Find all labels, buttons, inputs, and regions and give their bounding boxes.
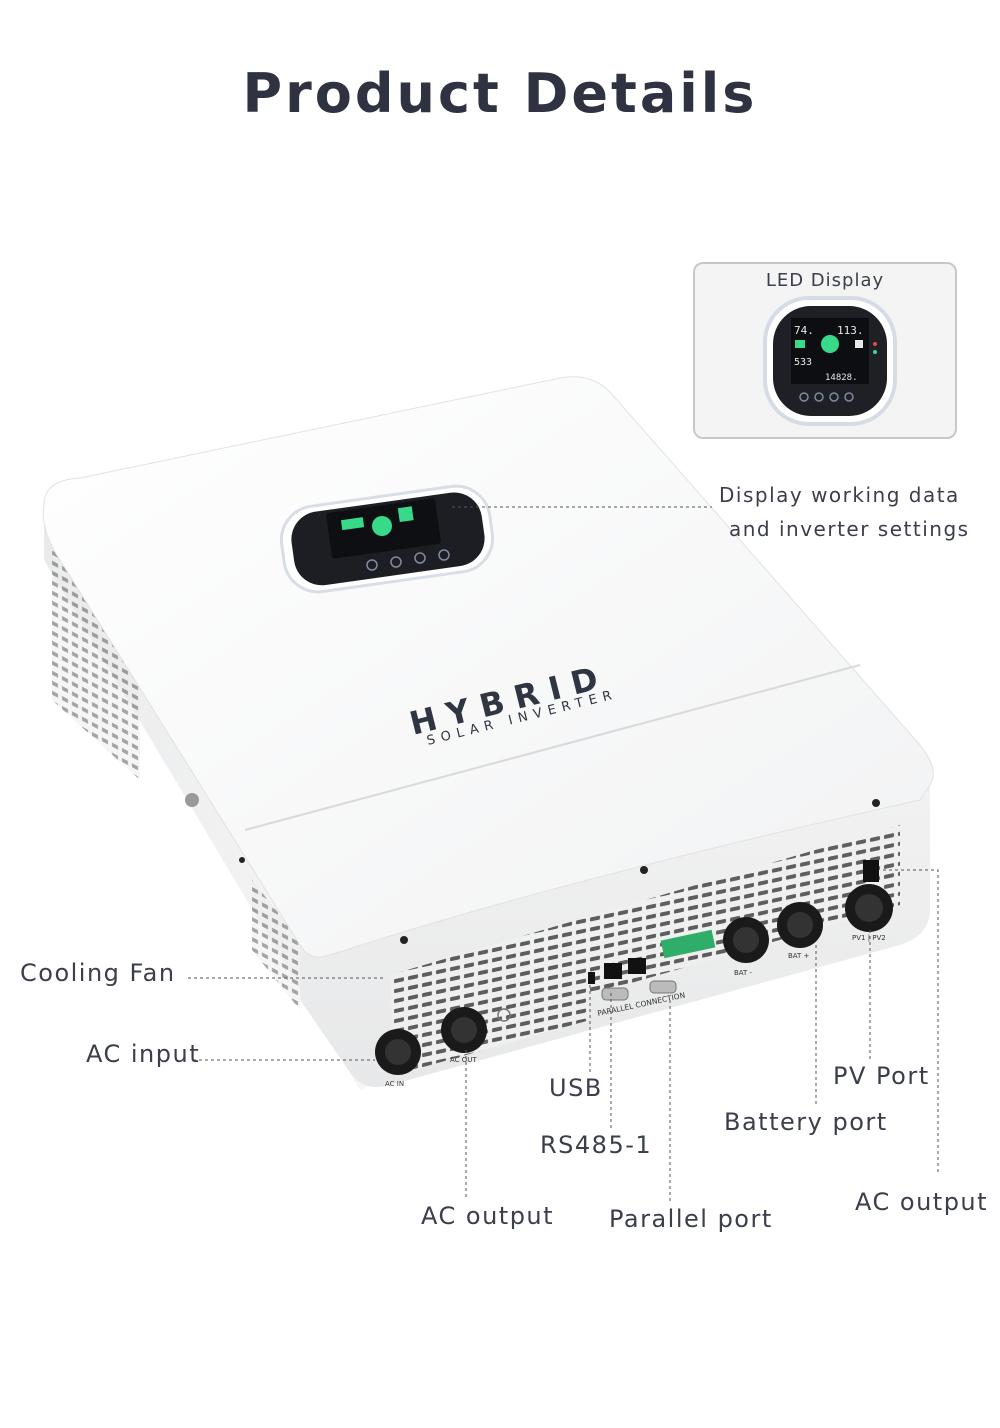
dry-contact	[660, 929, 716, 959]
ac-input-label: AC input	[86, 1040, 201, 1068]
display-desc-line1: Display working data	[719, 483, 960, 507]
ac-output-left-label: AC output	[421, 1202, 555, 1230]
page-title: Product Details	[242, 62, 758, 125]
pv-port-label: PV Port	[833, 1062, 930, 1090]
svg-text:BAT -: BAT -	[734, 969, 753, 977]
parallel-port-label: Parallel port	[609, 1205, 773, 1233]
ac-out-port: AC OUT	[441, 1007, 487, 1064]
svg-text:AC IN: AC IN	[385, 1080, 404, 1088]
lcd-top-right: 113.	[837, 324, 864, 337]
led-display-closeup: 74. 113. 533 14828.	[763, 296, 897, 426]
lcd-mid-left: 533	[794, 357, 812, 368]
led-display-inset: LED Display 74. 113. 533 14828.	[693, 262, 957, 439]
side-screw	[185, 793, 199, 807]
lcd-top-left: 74.	[794, 324, 814, 337]
pv-port: PV1 | PV2	[845, 884, 893, 942]
svg-text:PV1 | PV2: PV1 | PV2	[852, 934, 886, 942]
inset-title: LED Display	[765, 270, 885, 291]
svg-text:AC OUT: AC OUT	[450, 1056, 477, 1064]
svg-text:BAT +: BAT +	[788, 952, 810, 960]
battery-plus-port: BAT +	[777, 902, 823, 960]
lcd-bottom: 14828.	[825, 373, 858, 383]
battery-port-label: Battery port	[724, 1108, 888, 1136]
cooling-fan-label: Cooling Fan	[20, 959, 176, 987]
battery-minus-port: BAT -	[723, 917, 769, 977]
cooling-fan-vent	[390, 825, 900, 1075]
top-cover	[42, 376, 934, 958]
rs485-port	[604, 963, 622, 979]
leader-lines	[188, 506, 939, 1203]
usb-label: USB	[549, 1074, 603, 1102]
rs485-label: RS485-1	[540, 1131, 653, 1159]
ac-in-port: AC IN	[375, 1029, 421, 1088]
ac-output-right-label: AC output	[855, 1188, 989, 1216]
usb-port	[588, 972, 595, 984]
power-switch	[863, 860, 879, 882]
display-desc-line2: and inverter settings	[729, 517, 970, 541]
